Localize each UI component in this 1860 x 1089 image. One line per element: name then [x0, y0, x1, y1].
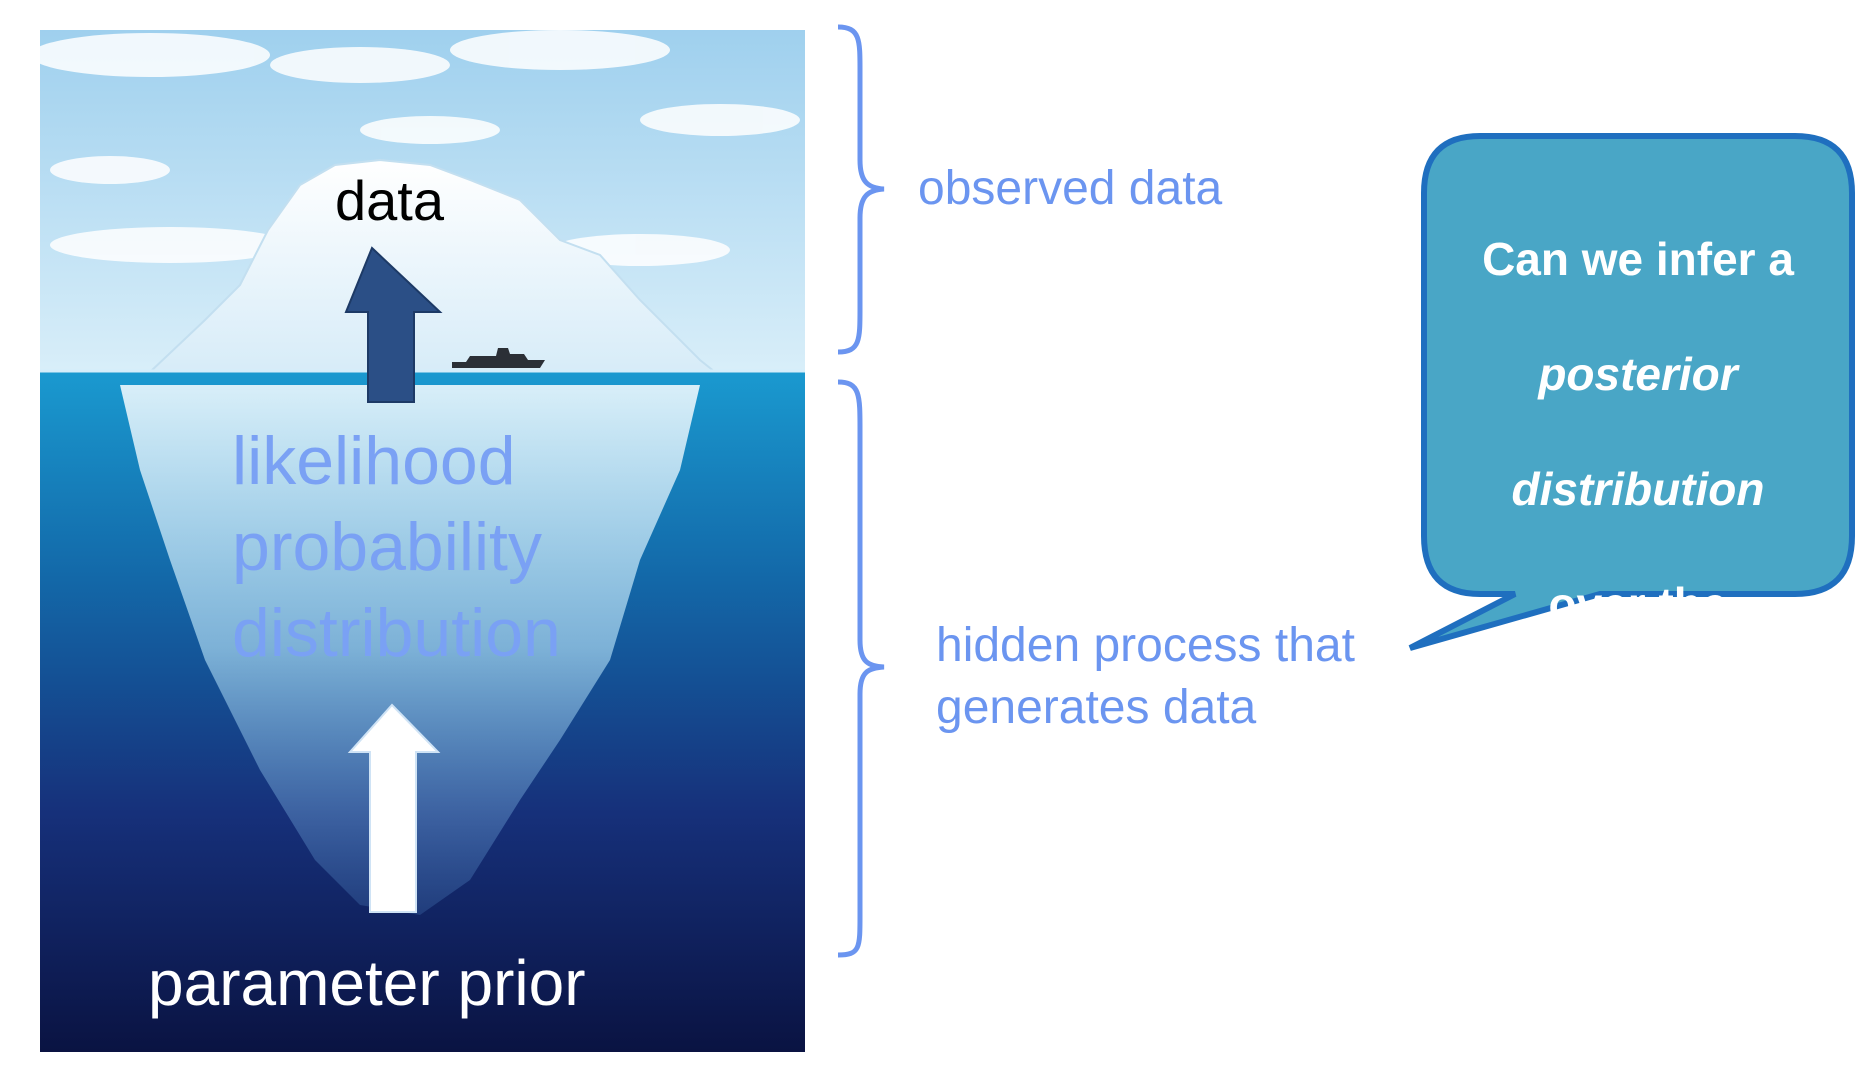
parameter-prior-label: parameter prior — [148, 947, 586, 1019]
bubble-line-4: over the — [1548, 577, 1728, 630]
up-arrow-dark — [344, 246, 443, 403]
likelihood-line-1: likelihood — [232, 423, 516, 499]
iceberg-tip — [147, 158, 718, 373]
brace-bottom — [837, 379, 885, 958]
hidden-process-label: hidden process that generates data — [936, 615, 1355, 739]
clouds — [30, 30, 800, 266]
iceberg-underwater — [120, 385, 700, 915]
bubble-emphasis-posterior: posterior — [1538, 347, 1738, 400]
iceberg-tip-label: data — [335, 169, 444, 232]
speech-bubble — [1408, 133, 1855, 651]
hidden-process-line-2: generates data — [936, 681, 1257, 734]
bubble-question: Can we infer a posterior distribution ov… — [1428, 173, 1848, 1036]
iceberg-illustration — [30, 30, 805, 1052]
observed-data-label: observed data — [918, 162, 1223, 215]
hidden-process-line-1: hidden process that — [936, 619, 1355, 672]
bubble-line-7: process? — [1535, 922, 1741, 975]
bubble-emphasis-distribution: distribution — [1511, 462, 1765, 515]
up-arrow-light — [347, 703, 441, 913]
likelihood-line-3: distribution — [232, 595, 561, 671]
ship — [452, 348, 545, 368]
likelihood-line-2: probability — [232, 509, 542, 585]
bubble-line-6: this hidden — [1515, 807, 1761, 860]
bubble-line-1: Can we infer a — [1482, 232, 1794, 285]
brace-top — [837, 24, 885, 355]
bubble-line-5: parameters of — [1485, 692, 1791, 745]
likelihood-label: likelihood probability distribution — [232, 418, 561, 676]
